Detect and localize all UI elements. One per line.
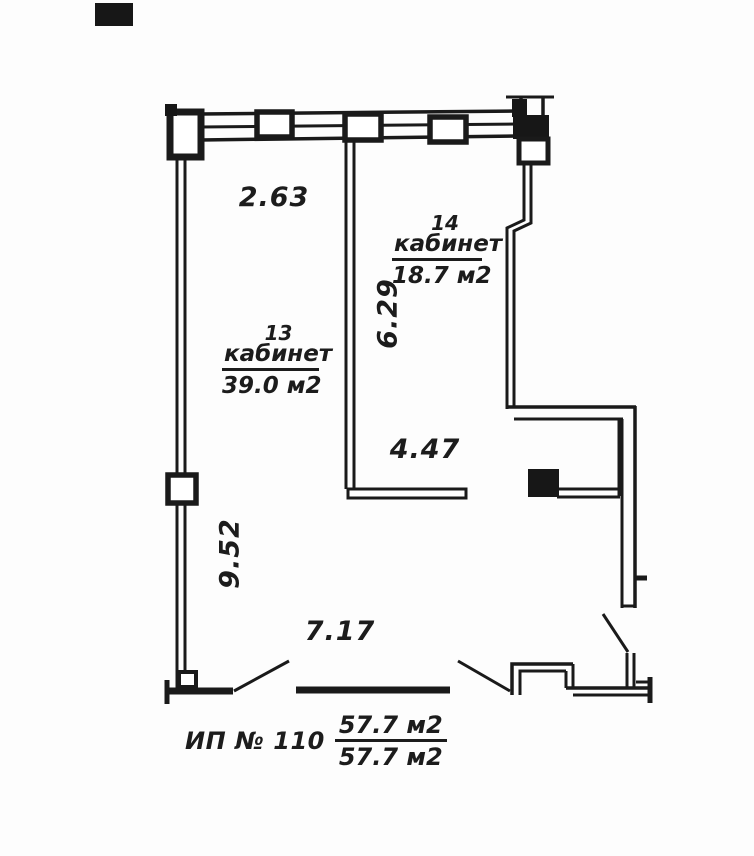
door-swing-left xyxy=(233,659,290,693)
wall-block-left xyxy=(165,472,199,506)
unit-number: ИП № 110 xyxy=(185,727,325,755)
room-14-number: 14 xyxy=(431,211,459,235)
room-13-label: 13 кабинет 39.0 м2 xyxy=(222,323,332,399)
wall-block-1 xyxy=(254,109,295,140)
room-14-label: 14 кабинет 18.7 м2 xyxy=(392,213,502,289)
top-right-column xyxy=(506,95,554,166)
partition-wall xyxy=(344,141,468,500)
dimension-opening-width: 4.47 xyxy=(389,434,461,465)
unit-area-living: 57.7 м2 xyxy=(338,743,443,771)
column-top-left xyxy=(166,108,205,161)
wall-block-2 xyxy=(342,111,384,143)
dimension-left-height: 9.52 xyxy=(214,518,246,589)
door-column xyxy=(528,469,559,497)
partition-ledge xyxy=(346,487,468,500)
dimension-bottom-width: 7.17 xyxy=(304,616,376,647)
unit-area-total: 57.7 м2 xyxy=(334,712,447,742)
unit-area-fraction: 57.7 м2 57.7 м2 xyxy=(334,712,447,771)
unit-summary: ИП № 110 57.7 м2 57.7 м2 xyxy=(185,712,447,770)
room-13-area: 39.0 м2 xyxy=(222,373,322,399)
room-14-name: кабинет xyxy=(392,232,502,261)
scan-mark xyxy=(95,3,133,26)
dimension-top-width: 2.63 xyxy=(238,182,310,213)
wall-block-3 xyxy=(427,114,469,145)
top-wall xyxy=(165,104,518,161)
room-13-name: кабинет xyxy=(222,342,332,371)
room-13-number: 13 xyxy=(264,321,293,345)
right-wall xyxy=(505,163,647,608)
wall-block-left-bottom xyxy=(177,670,198,689)
bottom-wall xyxy=(164,613,653,704)
left-wall xyxy=(165,157,199,689)
door-swing-bottom-right xyxy=(601,613,630,653)
door-swing-right xyxy=(457,659,511,693)
room-14-area: 18.7 м2 xyxy=(392,263,492,289)
